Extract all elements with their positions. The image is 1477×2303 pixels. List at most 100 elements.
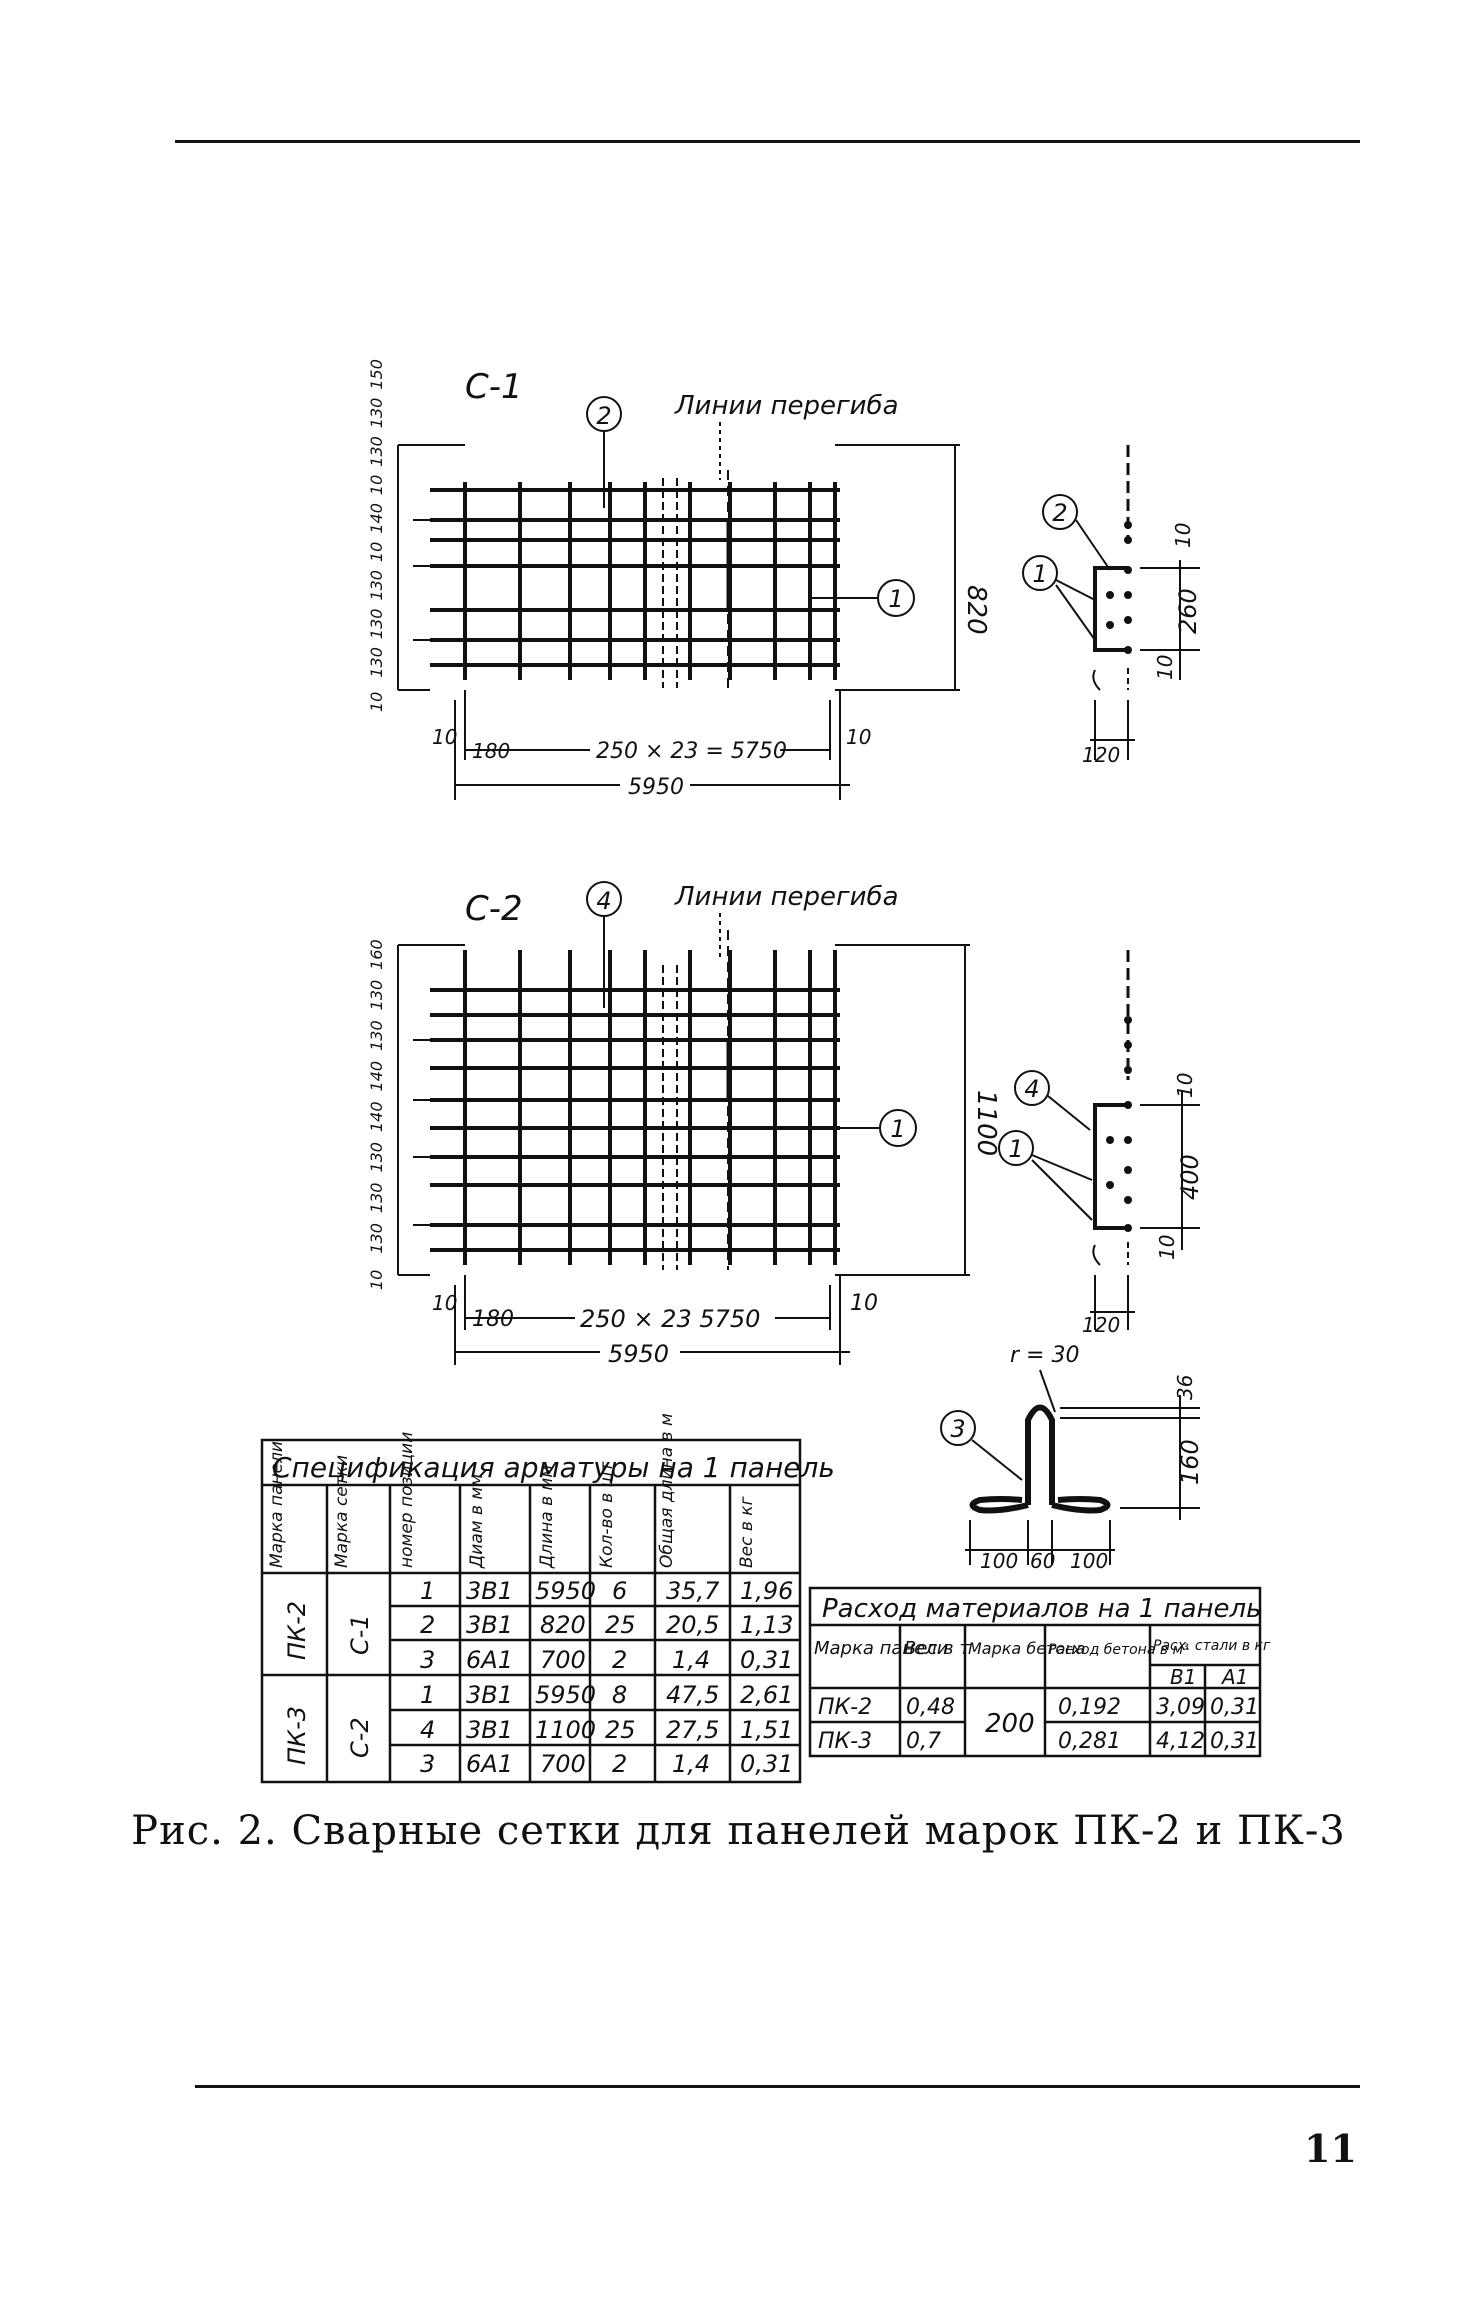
mesh-c2: С-2 4 Линии перегиба [367,881,1001,1368]
spec-panel-2: ПК-3 [283,1706,311,1765]
svg-text:47,5: 47,5 [666,1681,719,1709]
spec-header-mesh: Марка сетки [332,1455,352,1568]
material-header-panel: Марка панели [814,1638,949,1659]
material-header-weight: Вес в т [904,1638,970,1659]
mesh-c1-name: С-1 [465,367,523,407]
material-table: Расход материалов на 1 панель Марка пане… [808,1586,1271,1758]
svg-text:3,09: 3,09 [1156,1695,1205,1720]
footer-rule [195,2085,1360,2088]
svg-text:25: 25 [605,1611,636,1639]
svg-text:700: 700 [540,1750,586,1778]
spec-header-length: Длина в мм [537,1465,557,1569]
svg-text:2: 2 [420,1611,435,1639]
mesh-c1-left-dims: 101301301301014010130130150 [367,359,386,712]
svg-text:3В1: 3В1 [466,1577,513,1605]
mesh-c1-height: 820 [961,585,991,635]
section-c2-marker-bottom: 1 [1008,1135,1023,1163]
svg-text:35,7: 35,7 [666,1577,720,1605]
svg-text:5950: 5950 [535,1681,596,1709]
svg-text:2: 2 [612,1646,627,1674]
svg-text:3: 3 [420,1646,435,1674]
material-table-headers: Марка панели Вес в т Марка бетона Расход… [814,1638,1271,1689]
section-c1: 2 1 10 260 10 120 [1022,445,1202,767]
svg-text:4: 4 [420,1716,435,1744]
svg-text:0,31: 0,31 [740,1750,793,1778]
svg-text:3В1: 3В1 [466,1611,513,1639]
spec-header-position: номер позиции [397,1432,417,1568]
mesh-c2-bottom-right-gap: 10 [850,1291,878,1316]
spec-header-total-length: Общая длина в м [657,1413,677,1568]
spec-header-panel: Марка панели [267,1441,287,1568]
svg-text:25: 25 [605,1716,636,1744]
svg-text:0,31: 0,31 [740,1646,793,1674]
mesh-c2-transverse-bars [463,950,837,1265]
mesh-c2-overall-length: 5950 [608,1340,669,1368]
hook-top-dim: 36 [1173,1375,1197,1400]
svg-text:20,5: 20,5 [666,1611,719,1639]
spec-row: 1 3В1 5950 6 35,7 1,96 [420,1577,793,1605]
hook-bottom-dim-mid: 60 [1030,1549,1055,1573]
svg-text:1100: 1100 [535,1716,596,1744]
svg-text:8: 8 [612,1681,627,1709]
svg-text:5950: 5950 [535,1577,596,1605]
section-c2-top-gap: 10 [1173,1073,1197,1098]
spec-table-title: Спецификация арматуры на 1 панель [272,1451,835,1484]
mesh-c2-bottom-spacing: 250 × 23 5750 [580,1305,760,1333]
material-concrete-grade: 200 [985,1709,1035,1739]
svg-text:700: 700 [540,1646,586,1674]
page-number: 11 [1304,2126,1357,2171]
svg-text:2,61: 2,61 [740,1681,793,1709]
svg-text:6: 6 [612,1577,627,1605]
section-c2-marker-top: 4 [1024,1075,1039,1103]
material-header-steel-b1: В1 [1170,1665,1196,1689]
svg-text:27,5: 27,5 [666,1716,719,1744]
svg-text:1: 1 [420,1577,435,1605]
svg-text:6А1: 6А1 [466,1750,513,1778]
material-header-steel: Расх. стали в кг [1153,1638,1271,1654]
mesh-c2-bottom-left-gap: 10 [432,1291,457,1315]
svg-text:0,192: 0,192 [1058,1695,1121,1720]
spec-table: Спецификация арматуры на 1 панель Марка … [260,1413,835,1784]
mesh-c2-height: 1100 [971,1090,1001,1156]
mesh-c2-marker-top: 4 [596,887,611,915]
material-table-title: Расход материалов на 1 панель [822,1594,1261,1624]
mesh-c1-bottom-right-gap: 10 [846,725,871,749]
section-c2-height: 400 [1176,1154,1204,1200]
spec-header-weight: Вес в кг [737,1496,757,1568]
mesh-c1-bend-label: Линии перегиба [674,391,899,421]
spec-header-diameter: Диам в мм [467,1474,487,1569]
svg-text:1,4: 1,4 [672,1646,710,1674]
header-rule [175,140,1360,143]
svg-text:1,13: 1,13 [740,1611,793,1639]
hook-bottom-dim-right: 100 [1070,1549,1108,1573]
hook-radius: r = 30 [1010,1343,1079,1368]
svg-text:1,96: 1,96 [740,1577,793,1605]
hook-height: 160 [1176,1439,1204,1485]
svg-text:0,7: 0,7 [906,1729,941,1754]
spec-row: 2 3В1 820 25 20,5 1,13 [420,1611,793,1639]
section-c1-bottom-gap: 10 [1153,655,1177,680]
spec-table-headers: Марка панели Марка сетки номер позиции Д… [267,1413,757,1569]
svg-text:820: 820 [540,1611,586,1639]
material-header-grade: Марка бетона [968,1639,1085,1658]
mesh-c2-longitudinal-bars [430,988,840,1252]
mesh-c1-bottom-first: 180 [472,739,510,763]
mesh-c1-marker-side: 1 [888,585,903,613]
spec-mesh-1: С-1 [346,1614,374,1655]
section-c1-top-gap: 10 [1171,523,1195,548]
svg-text:ПК-3: ПК-3 [818,1729,872,1754]
section-c1-marker-top: 2 [1052,499,1067,527]
svg-text:1,4: 1,4 [672,1750,710,1778]
section-c1-height: 260 [1174,588,1202,634]
svg-text:0,31: 0,31 [1210,1695,1259,1720]
mesh-c2-marker-side: 1 [890,1115,905,1143]
mesh-c2-bend-label: Линии перегиба [674,882,899,912]
spec-mesh-2: С-2 [346,1717,374,1758]
mesh-c2-bottom-first: 180 [472,1307,514,1332]
mesh-c1-longitudinal-bars [430,488,840,667]
